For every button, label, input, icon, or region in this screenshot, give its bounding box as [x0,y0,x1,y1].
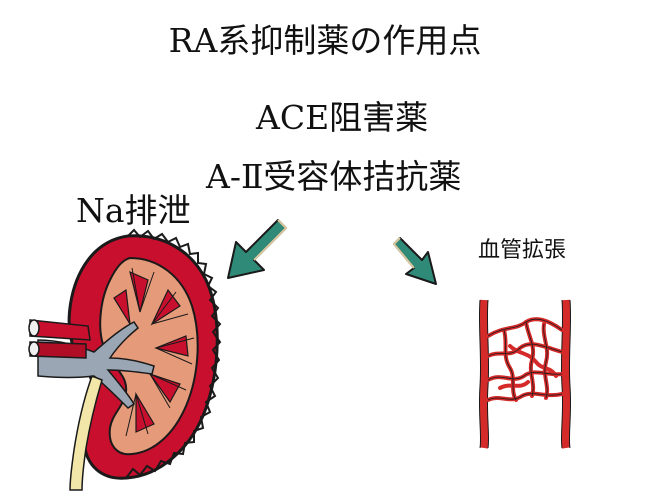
drug-label-arb: A-Ⅱ受容体拮抗薬 [206,157,462,196]
effect-label-vasodilation: 血管拡張 [478,238,567,263]
arrow-down-right-icon [392,237,437,285]
diagram-title: RA系抑制薬の作用点 [168,21,482,60]
arrow-down-left-icon [227,219,288,279]
drug-label-ace-inhibitor: ACE阻害薬 [256,98,429,137]
effect-label-na-excretion: Na排泄 [76,191,191,230]
kidney-illustration [28,228,222,491]
blood-vessel-illustration [478,299,572,449]
